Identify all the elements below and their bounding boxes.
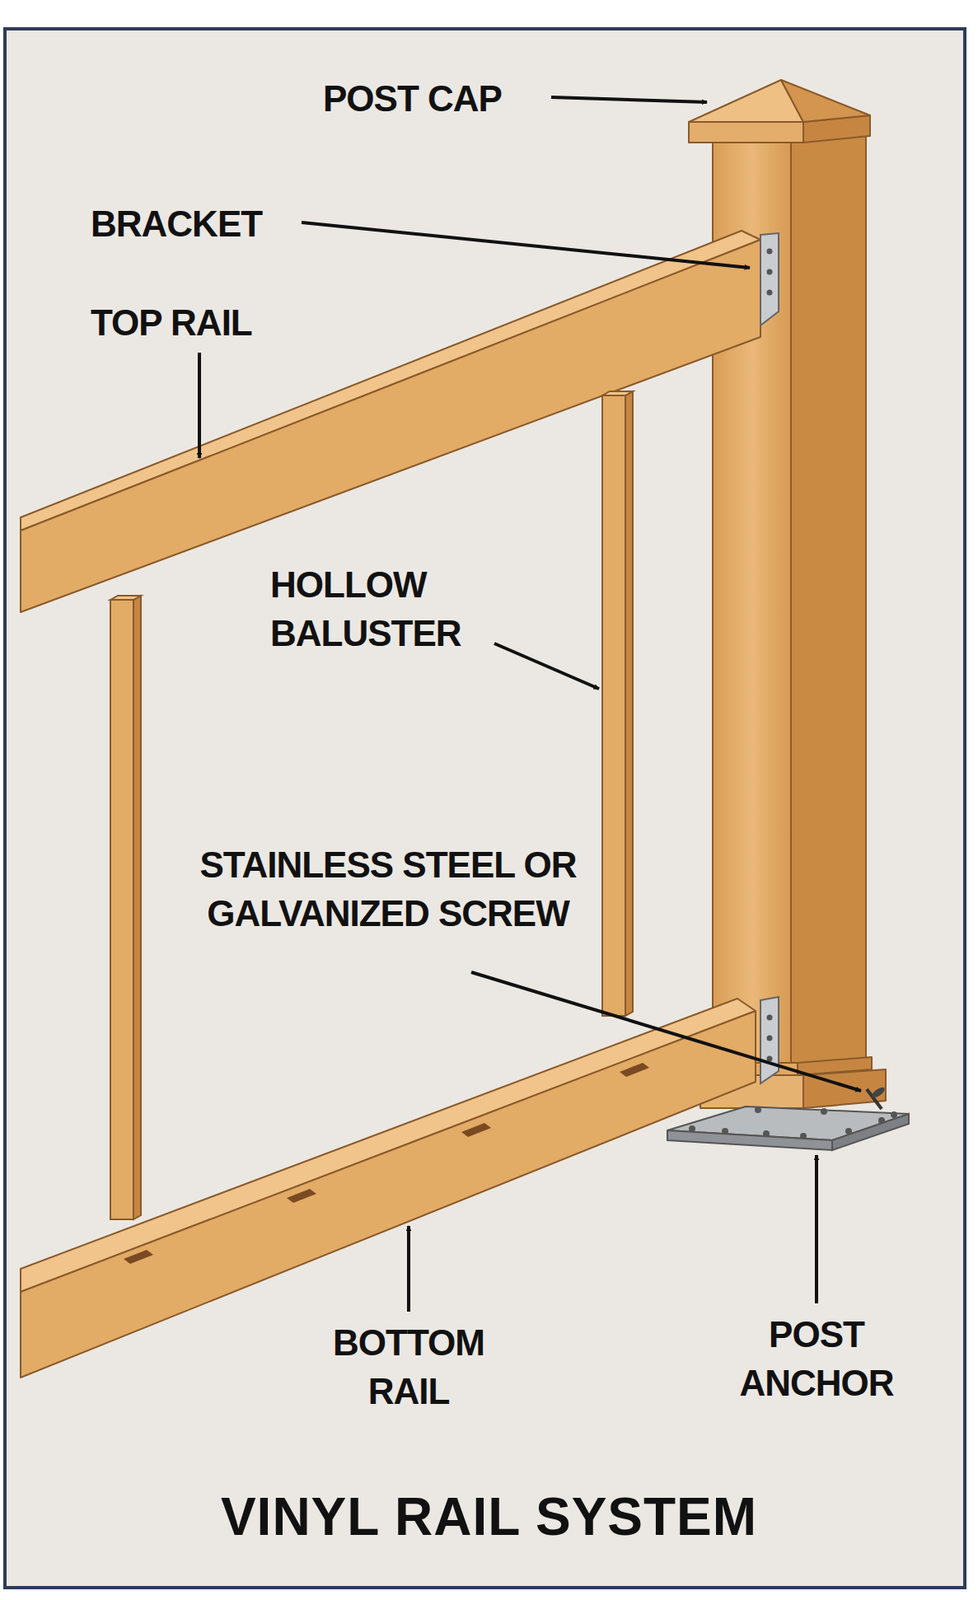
screw bbox=[866, 1085, 887, 1110]
part-label: BOTTOM RAIL bbox=[301, 1318, 516, 1417]
top-rail bbox=[20, 230, 761, 613]
bracket-hardware bbox=[760, 233, 779, 1084]
part-label: POST ANCHOR bbox=[701, 1310, 932, 1409]
part-label: BRACKET bbox=[90, 199, 297, 249]
part-label: POST CAP bbox=[322, 74, 562, 123]
part-label: STAINLESS STEEL OR GALVANIZED SCREW bbox=[186, 840, 590, 939]
part-label: HOLLOW BALUSTER bbox=[270, 560, 510, 659]
leader-arrow bbox=[199, 97, 862, 1312]
frame bbox=[4, 28, 965, 1588]
baluster bbox=[110, 391, 633, 1220]
diagram-title: VINYL RAIL SYSTEM bbox=[16, 1488, 962, 1546]
post-anchor-plate bbox=[667, 1106, 909, 1151]
part-label: TOP RAIL bbox=[90, 298, 305, 347]
post bbox=[688, 79, 886, 1109]
